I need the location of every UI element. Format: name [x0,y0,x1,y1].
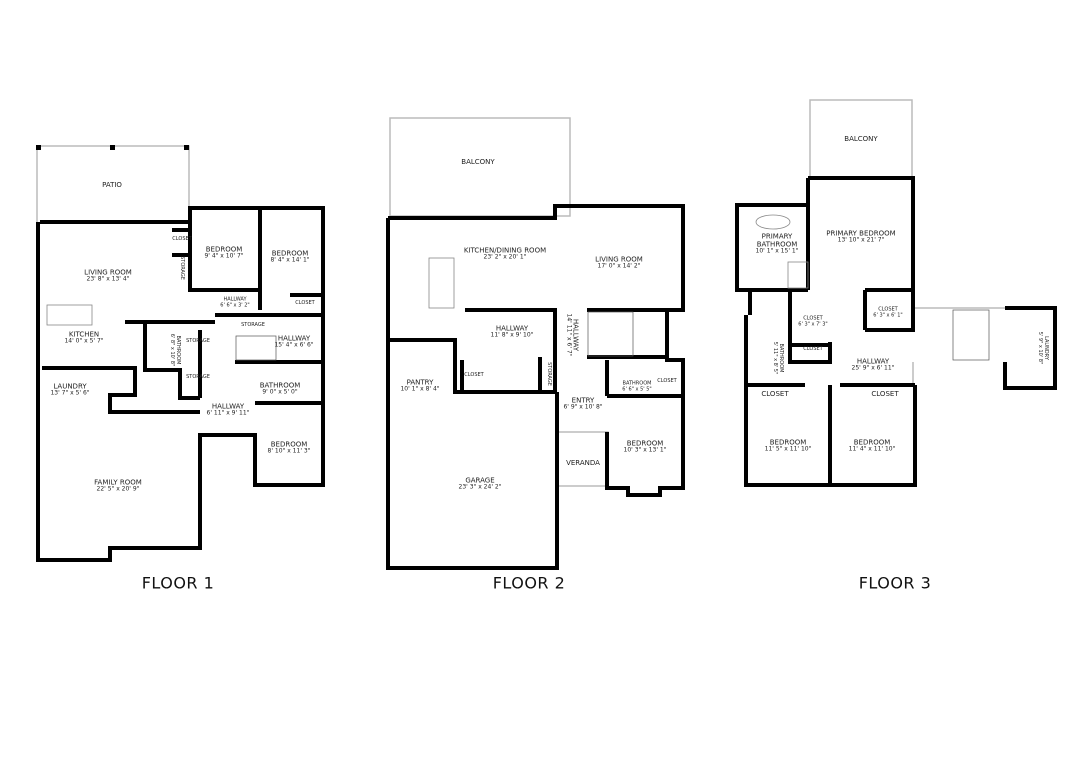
fixtures [46,214,809,326]
room-label: STORAGE [545,362,552,386]
room-label: STORAGE [186,338,210,345]
stairs [235,309,990,361]
room-label: BALCONY [461,157,495,166]
room-label: PATIO [102,180,122,189]
floor-1-title: FLOOR 1 [141,573,215,593]
room-label: STORAGE [178,256,185,280]
room-label: CLOSET [761,389,789,398]
room-label: VERANDA [566,458,600,467]
floor-2-title: FLOOR 2 [492,573,566,593]
room-label: CLOSET [172,236,192,243]
walls-floor-1 [36,206,325,562]
room-label: STORAGE [186,374,210,381]
walls-floor-2 [386,204,685,570]
room-label: CLOSET [657,378,677,385]
room-label: STORAGE [241,322,265,329]
exterior-areas [36,99,1005,487]
balcony-outline [389,117,571,217]
floor-3-title: FLOOR 3 [858,573,932,593]
room-label: CLOSET [871,389,899,398]
room-label: CLOSET [295,300,315,307]
walls-floor-3 [735,176,1057,487]
room-label: CLOSET [464,372,484,379]
patio-posts [36,145,189,150]
room-label: BALCONY [844,134,878,143]
room-label: CLOSET [803,346,823,353]
